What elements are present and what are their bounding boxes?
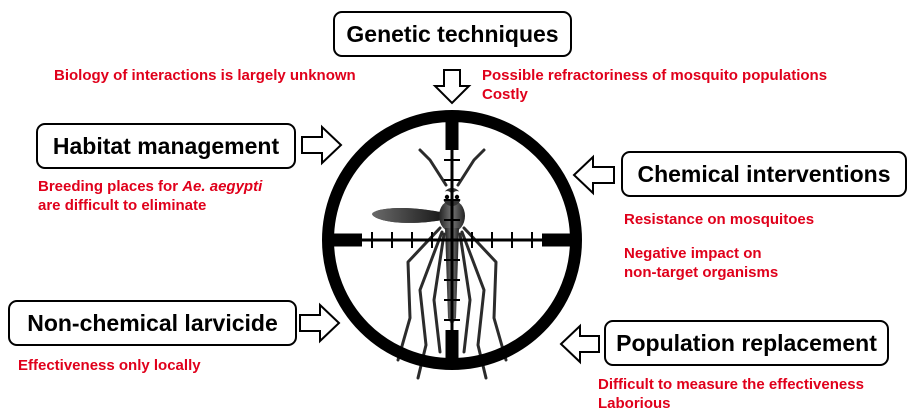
note-text: Costly — [482, 85, 827, 104]
note-text: Laborious — [598, 394, 864, 413]
larvicide-drawback-note: Effectiveness only locally — [18, 356, 201, 375]
note-text: Negative impact on — [624, 244, 778, 263]
chemical-interventions-label: Chemical interventions — [637, 161, 890, 188]
genetic-drawback-note: Biology of interactions is largely unkno… — [54, 66, 356, 85]
habitat-drawback-note: Breeding places for Ae. aegypti are diff… — [38, 177, 262, 215]
note-text: Biology of interactions is largely unkno… — [54, 67, 356, 84]
genetic-techniques-box: Genetic techniques — [333, 11, 572, 57]
genetic-drawback-note: Possible refractoriness of mosquito popu… — [482, 66, 827, 104]
non-chemical-larvicide-box: Non-chemical larvicide — [8, 300, 297, 346]
note-text: are difficult to eliminate — [38, 196, 262, 215]
note-text: non-target organisms — [624, 263, 778, 282]
crosshair-icon — [328, 116, 576, 364]
arrow-right-icon — [302, 127, 341, 163]
species-name: Ae. aegypti — [182, 178, 262, 195]
population-replacement-label: Population replacement — [616, 330, 877, 357]
chemical-drawback-note: Negative impact on non-target organisms — [624, 244, 778, 282]
arrow-left-icon — [561, 326, 599, 362]
non-chemical-larvicide-label: Non-chemical larvicide — [27, 310, 278, 337]
note-text: Breeding places for — [38, 178, 182, 195]
arrow-right-icon — [300, 305, 339, 341]
chemical-interventions-box: Chemical interventions — [621, 151, 907, 197]
note-text: Difficult to measure the effectiveness — [598, 375, 864, 394]
arrow-left-icon — [574, 157, 614, 193]
arrow-down-icon — [435, 70, 469, 103]
note-text: Possible refractoriness of mosquito popu… — [482, 66, 827, 85]
habitat-management-label: Habitat management — [53, 133, 279, 160]
chemical-drawback-note: Resistance on mosquitoes — [624, 210, 814, 229]
population-replacement-box: Population replacement — [604, 320, 889, 366]
note-text: Resistance on mosquitoes — [624, 211, 814, 228]
genetic-techniques-label: Genetic techniques — [346, 21, 558, 48]
note-text: Effectiveness only locally — [18, 357, 201, 374]
habitat-management-box: Habitat management — [36, 123, 296, 169]
population-drawback-note: Difficult to measure the effectiveness L… — [598, 375, 864, 413]
